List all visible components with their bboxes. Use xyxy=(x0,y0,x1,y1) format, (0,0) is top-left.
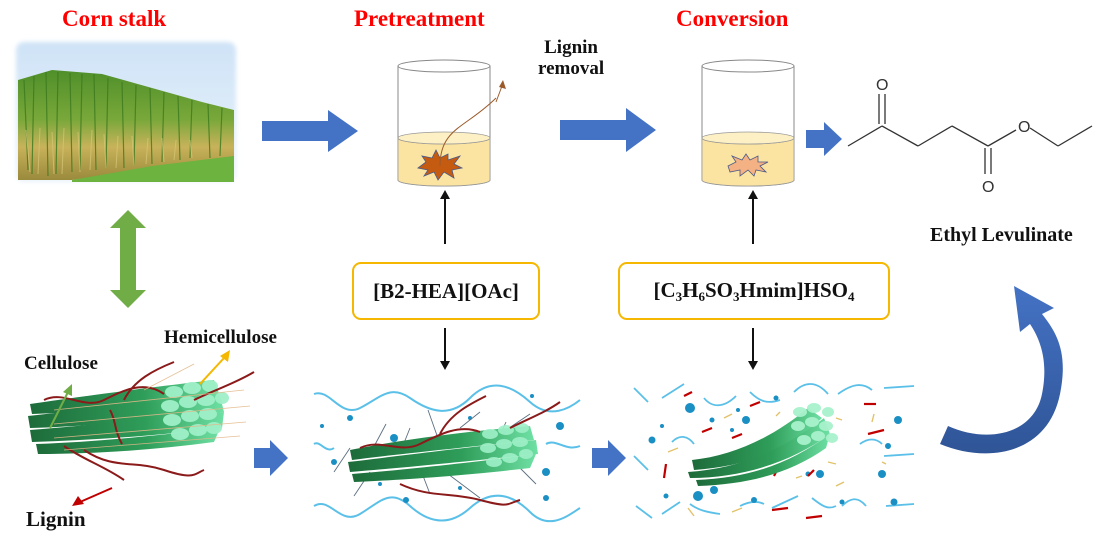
ketone-oxygen: O xyxy=(876,77,888,94)
stage-title-corn-stalk: Corn stalk xyxy=(62,6,167,31)
corn-field-image xyxy=(16,42,236,182)
formula-subscript: 3 xyxy=(733,288,740,304)
reagent-box-pretreatment: [B2-HEA][OAc] xyxy=(352,262,540,320)
flow-arrow-1 xyxy=(262,110,358,152)
flow-arrow-2 xyxy=(560,108,656,152)
pretreatment-beaker xyxy=(397,59,497,187)
bidirectional-arrow-icon xyxy=(110,210,146,308)
ethyl-levulinate-structure: O O O xyxy=(847,77,1093,196)
stage-title-conversion: Conversion xyxy=(676,6,789,31)
converted-fiber-fragments xyxy=(633,383,915,520)
lignin-removal-arrow-icon xyxy=(495,80,506,103)
formula-subscript: 3 xyxy=(675,288,683,304)
lignin-removal-label: Lignin removal xyxy=(538,37,605,80)
flow-arrow-5 xyxy=(592,440,626,476)
cellulose-pointer-icon xyxy=(49,384,72,429)
formula-part: Hmim]HSO xyxy=(739,277,849,302)
pretreatment-il-label: [B2-HEA][OAc] xyxy=(373,278,519,303)
product-label: Ethyl Levulinate xyxy=(930,224,1073,246)
lignin-label: Lignin xyxy=(26,507,86,531)
cellulose-label: Cellulose xyxy=(24,353,98,374)
arrow-down-from-pretreatment-icon xyxy=(440,328,450,370)
pretreated-fiber-bundle xyxy=(313,384,581,523)
hemicellulose-pointer-icon xyxy=(199,350,230,385)
flow-arrow-3 xyxy=(806,122,842,156)
formula-subscript: 4 xyxy=(848,288,855,304)
formula-part: SO xyxy=(705,277,734,302)
reagent-box-conversion: [C3H6SO3Hmim]HSO4 xyxy=(618,262,890,320)
formula-part: [C xyxy=(653,277,676,302)
lignin-removal-line1: Lignin xyxy=(544,37,598,58)
formula-subscript: 6 xyxy=(698,288,706,304)
stage-title-pretreatment: Pretreatment xyxy=(354,6,485,31)
arrow-up-to-pretreatment-icon xyxy=(440,190,450,244)
lignin-removal-line2: removal xyxy=(538,57,605,79)
conversion-beaker xyxy=(701,59,795,187)
arrow-down-from-conversion-icon xyxy=(748,328,758,370)
hemicellulose-label: Hemicellulose xyxy=(164,327,277,348)
ester-oxygen: O xyxy=(1018,119,1030,136)
raw-fiber-bundle xyxy=(28,361,255,481)
carbonyl-oxygen: O xyxy=(982,179,994,196)
arrow-up-to-conversion-icon xyxy=(748,190,758,244)
conversion-il-label: [C3H6SO3Hmim]HSO4 xyxy=(653,278,854,305)
curved-recycle-arrow-icon xyxy=(940,286,1063,454)
formula-part: H xyxy=(682,277,699,302)
residue-chunk-icon xyxy=(727,153,769,177)
lignin-pointer-icon xyxy=(72,487,113,506)
flow-arrow-4 xyxy=(254,440,288,476)
